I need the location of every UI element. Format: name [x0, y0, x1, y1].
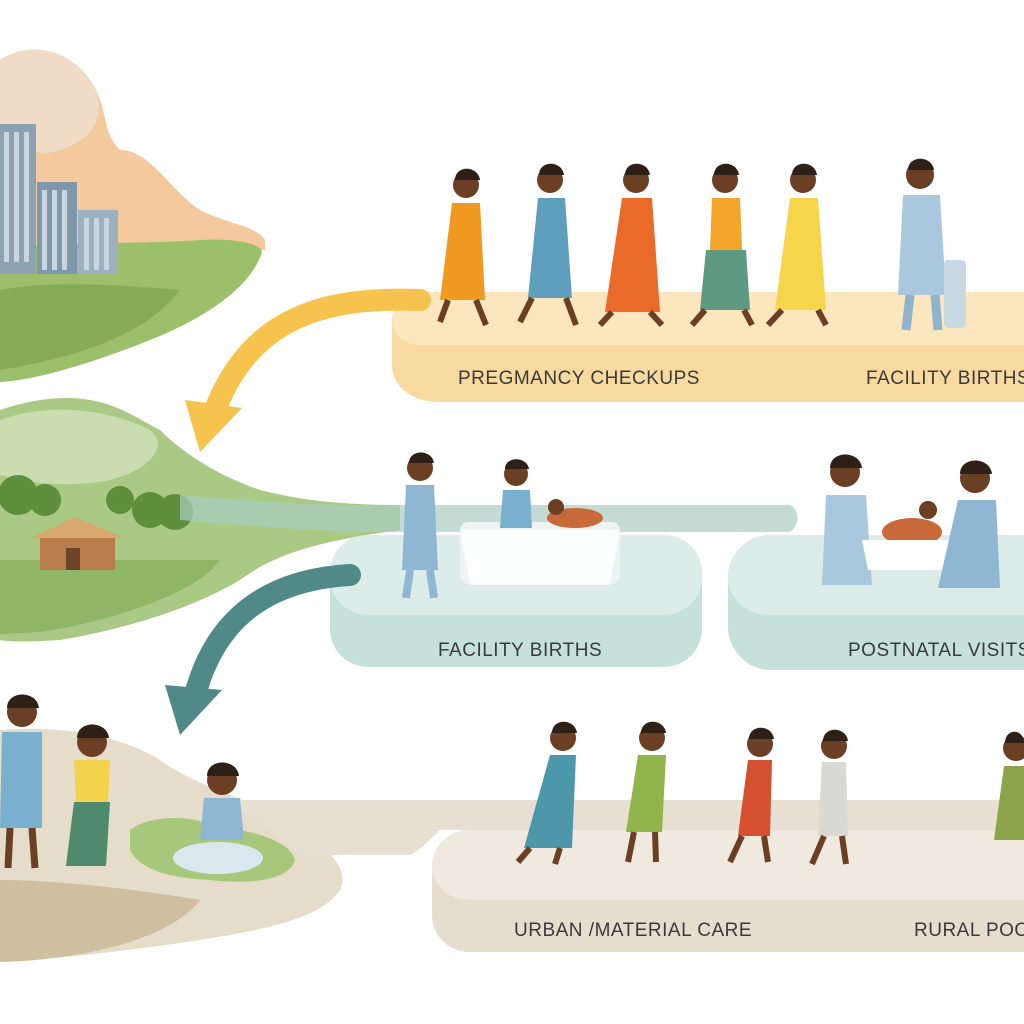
row2-postnatal-visit-scene — [822, 454, 1000, 588]
connector-band-green — [180, 495, 798, 532]
bed-icon — [460, 522, 620, 585]
woman-figure — [994, 731, 1024, 840]
woman-figure — [173, 762, 263, 874]
woman-figure — [515, 721, 577, 865]
row2-label-facility-births: FACILITY BIRTHS — [438, 640, 603, 661]
row3-left-women-group — [0, 694, 263, 874]
woman-figure — [517, 163, 579, 327]
urban-landscape — [0, 49, 265, 382]
health-worker-figure — [0, 694, 42, 869]
skyscraper-icon — [0, 124, 118, 274]
teal-curved-arrow-icon — [165, 564, 361, 735]
baby-figure — [882, 501, 942, 546]
woman-figure — [689, 163, 755, 327]
row2-facility-birth-scene — [402, 452, 620, 599]
woman-figure — [597, 163, 665, 328]
woman-figure — [727, 727, 774, 864]
row1-women-walking — [437, 158, 966, 331]
woman-figure — [437, 168, 489, 327]
health-worker-figure — [402, 452, 438, 599]
row3-platform — [432, 830, 1024, 952]
row1-platform — [392, 292, 1024, 402]
woman-figure — [765, 163, 829, 328]
row3-women-walking — [515, 721, 1024, 866]
row1-label-facility-births: FACILITY BIRTHS — [866, 368, 1024, 389]
woman-figure — [938, 460, 1000, 588]
baby-figure — [547, 499, 603, 528]
row1-label-pregnancy-checkups: PREGMANCY CHECKUPS — [458, 368, 700, 389]
woman-figure — [500, 459, 532, 528]
row2-label-postnatal-visits: POSTNATAL VISITS — [848, 640, 1024, 661]
woman-figure — [625, 721, 666, 863]
row3-label-urban-maternal-care: URBAN /MATERIAL CARE — [514, 920, 753, 941]
yellow-curved-arrow-icon — [185, 288, 431, 452]
row3-label-rural-poor: RURAL POOR — [914, 920, 1024, 941]
woman-figure — [809, 729, 849, 866]
health-worker-figure — [822, 454, 872, 585]
health-worker-figure — [898, 158, 966, 331]
hut-icon — [30, 517, 125, 570]
woman-figure — [66, 724, 110, 866]
